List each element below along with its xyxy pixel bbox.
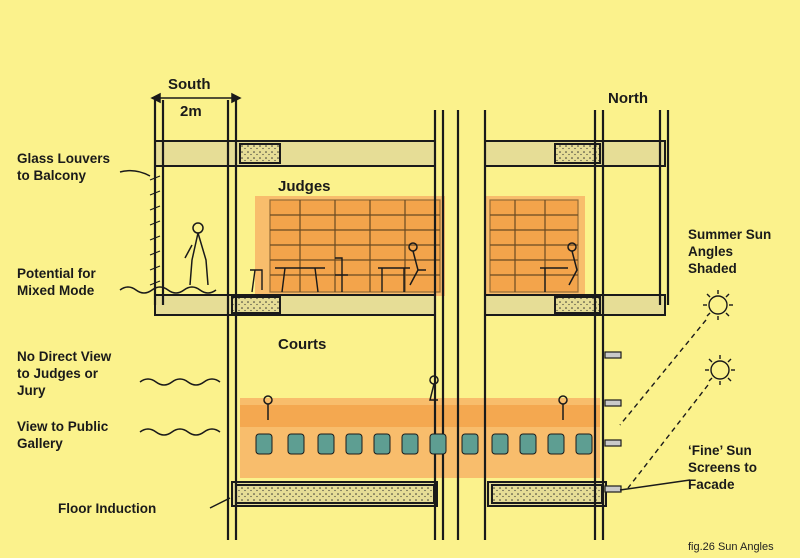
leader-arrows — [119, 169, 691, 509]
sun-screens-label: ‘Fine’ Sun Screens to Facade — [688, 443, 758, 492]
summer-sun-label: Summer Sun Angles Shaded — [688, 227, 772, 276]
floor-induction-label: Floor Induction — [58, 501, 157, 516]
figure-caption: fig.26 Sun Angles — [688, 541, 774, 553]
sun-icon — [703, 290, 735, 385]
north-label: North — [608, 90, 648, 107]
public-gallery-label: View to Public Gallery — [17, 419, 109, 451]
sun-angle-rays — [619, 319, 709, 489]
south-label: South — [168, 76, 211, 93]
gallery-seats — [255, 433, 593, 455]
no-direct-view-label: No Direct View to Judges or Jury — [17, 349, 112, 398]
mixed-mode-label: Potential for Mixed Mode — [17, 266, 96, 298]
courts-label: Courts — [278, 336, 327, 353]
dimension-line — [150, 92, 242, 104]
balcony-louvers — [149, 175, 161, 286]
dimension-label: 2m — [180, 103, 202, 120]
person-figure-icon — [184, 222, 578, 420]
structural-walls — [153, 100, 670, 540]
sun-screen-fins — [604, 351, 622, 493]
judges-furniture — [250, 257, 568, 293]
judges-label: Judges — [278, 178, 331, 195]
glass-louvers-label: Glass Louvers to Balcony — [17, 151, 111, 183]
judges-panel-grid — [269, 199, 579, 293]
